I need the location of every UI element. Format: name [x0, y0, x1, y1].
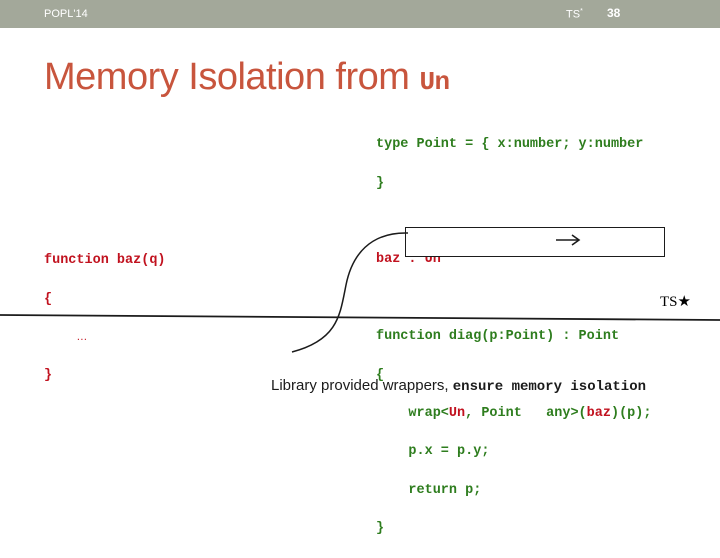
code-line: }: [376, 175, 385, 191]
code-line: }: [376, 521, 385, 537]
code-token: , Point any>: [465, 406, 579, 422]
code-block-right: type Point = { x:number; y:number } baz …: [376, 116, 651, 558]
code-token-un: Un: [448, 406, 466, 422]
section-sup: *: [580, 8, 583, 15]
code-line: p.x = p.y;: [376, 444, 490, 460]
caption: Library provided wrappers, ensure memory…: [271, 377, 646, 395]
code-token: (: [578, 406, 587, 422]
code-line: }: [44, 368, 53, 384]
title-text: Memory Isolation from: [44, 56, 420, 98]
code-block-left: function baz(q) { … }: [44, 232, 166, 405]
right-arrow-icon: [556, 234, 581, 246]
ts-star-label: TS★: [660, 294, 691, 310]
title-code: Un: [419, 67, 450, 97]
code-token: ): [610, 406, 620, 422]
code-token-baz: baz: [586, 406, 611, 422]
code-line: {: [376, 367, 385, 383]
code-line-wrap: wrap<Un, Point any>(baz)(p);: [376, 404, 651, 423]
code-line-ellipsis: …: [44, 328, 166, 347]
code-line: {: [44, 291, 53, 307]
ellipsis: …: [76, 331, 88, 344]
code-line: type Point = { x:number; y:number: [376, 137, 644, 153]
boundary-lines: [0, 232, 720, 353]
code-line: function diag(p:Point) : Point: [376, 329, 620, 345]
caption-emphasis: ensure memory isolation: [452, 379, 646, 395]
conference-label: POPL'14: [44, 8, 88, 20]
code-token: (p);: [619, 406, 652, 422]
slide-title: Memory Isolation from Un: [44, 56, 450, 99]
section-text: TS: [566, 8, 581, 21]
wrapper-highlight-box: [405, 227, 665, 257]
section-label: TS*: [566, 8, 583, 21]
header-bar: POPL'14 TS* 38: [0, 0, 720, 28]
slide-number: 38: [607, 6, 621, 20]
caption-text: Library provided wrappers,: [271, 377, 453, 394]
code-line: return p;: [376, 482, 482, 498]
code-token: wrap<: [376, 406, 449, 422]
code-line: function baz(q): [44, 253, 166, 269]
